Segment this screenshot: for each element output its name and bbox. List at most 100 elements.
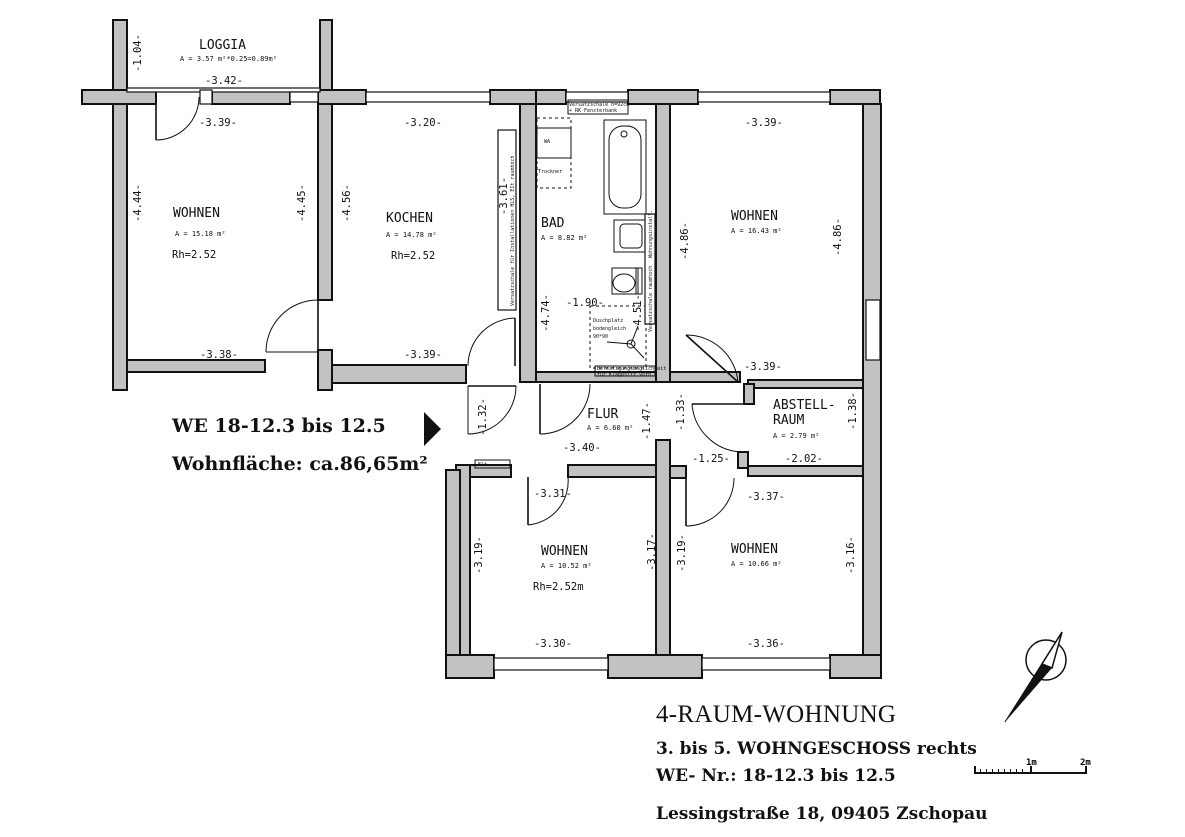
room-labels: LOGGIA A = 3.57 m²*0.25=0.89m² WOHNEN A … xyxy=(172,38,836,593)
living-area-heading: Wohnfläche: ca.86,65m² xyxy=(172,453,428,475)
room-name-flur: FLUR xyxy=(587,407,618,422)
note-duschplatz-2: bodengleich xyxy=(593,326,626,332)
note-befestigung: Befestigungsmöglichkeit xyxy=(597,366,666,372)
note-wohnung: Wohnungsinstall. xyxy=(648,210,654,258)
scale-tick-0 xyxy=(974,766,976,774)
dim-ar-left: -1.33- xyxy=(675,393,687,431)
note-duschplatz: Duschplatz xyxy=(593,318,623,324)
scale-minor-tick xyxy=(998,769,999,774)
room-area-kochen: A = 14.78 m² xyxy=(386,231,437,239)
dim-bad-width: -1.90- xyxy=(566,297,604,309)
scale-minor-tick xyxy=(1004,769,1005,774)
scale-minor-tick xyxy=(1022,769,1023,774)
dim-wse-bottom: -3.36- xyxy=(747,638,785,650)
floors-subtitle: 3. bis 5. WOHNGESCHOSS rechts xyxy=(656,739,977,759)
note-versatz-left: Versatzschale für Installationen HLS, EI… xyxy=(510,155,516,306)
dim-wse-top: -3.37- xyxy=(747,491,785,503)
dim-ar-bottom: -2.02- xyxy=(785,453,823,465)
scale-tick-1m xyxy=(1030,766,1032,774)
room-area-bad: A = 8.82 m² xyxy=(541,234,587,242)
sink-icon xyxy=(613,219,647,253)
shower-area xyxy=(589,305,647,369)
room-name-abstellraum: ABSTELL- xyxy=(773,398,836,413)
scale-bar: 1m 2m xyxy=(974,758,1094,784)
scale-minor-tick xyxy=(1010,769,1011,774)
dim-k-top: -3.20- xyxy=(404,117,442,129)
note-versatz-right: Versatzschale raumhoch xyxy=(648,266,654,332)
dim-wne-left: -4.86- xyxy=(679,222,691,260)
dim-loggia-depth: -1.04- xyxy=(132,34,144,72)
scale-label-2m: 2m xyxy=(1080,758,1091,768)
room-area-flur: A = 6.60 m² xyxy=(587,424,633,432)
note-elt: Elt xyxy=(478,462,487,468)
dim-k-bottom: -3.39- xyxy=(404,349,442,361)
dim-wsw-top: -3.31- xyxy=(534,488,572,500)
dim-wnw-right: -4.45- xyxy=(296,184,308,222)
address: Lessingstraße 18, 09405 Zschopau xyxy=(656,804,988,824)
apartment-type-title: 4-RAUM-WOHNUNG xyxy=(656,701,897,728)
dim-wnw-bottom: -3.38- xyxy=(200,349,238,361)
dim-wne-bottom: -3.39- xyxy=(744,361,782,373)
bath-fixtures xyxy=(474,99,656,469)
room-height-wohnen-sw: Rh=2.52m xyxy=(533,581,584,593)
scale-minor-tick xyxy=(992,769,993,774)
dim-wsw-left: -3.19- xyxy=(473,536,485,574)
dim-k-left: -4.56- xyxy=(341,184,353,222)
scale-tick-2m xyxy=(1085,766,1087,774)
note-duschplatz-3: 90*90 xyxy=(593,334,608,340)
scale-minor-tick xyxy=(1016,769,1017,774)
room-name-wohnen-sw: WOHNEN xyxy=(541,544,588,559)
unit-numbers: WE- Nr.: 18-12.3 bis 12.5 xyxy=(656,766,896,786)
room-name-abstellraum-2: RAUM xyxy=(773,413,804,428)
dim-loggia-width: -3.42- xyxy=(205,75,243,87)
windows xyxy=(126,87,881,671)
washbasin-icon xyxy=(536,127,572,159)
dim-flur-width: -3.40- xyxy=(563,442,601,454)
room-name-wohnen-se: WOHNEN xyxy=(731,542,778,557)
dim-wsw-right: -3.17- xyxy=(646,533,658,571)
dim-k-right: -3.61- xyxy=(498,177,510,215)
dim-wne-right: -4.86- xyxy=(832,218,844,256)
room-area-wohnen-sw: A = 10.52 m² xyxy=(541,562,592,570)
note-wa: WA xyxy=(544,139,550,145)
room-name-kochen: KOCHEN xyxy=(386,211,433,226)
scale-label-1m: 1m xyxy=(1026,758,1037,768)
entrance-arrow-icon xyxy=(424,412,441,446)
fixture-notes: WA Trockner Duschplatz bodengleich 90*90… xyxy=(478,102,666,468)
dim-wnw-left: -4.44- xyxy=(132,184,144,222)
unit-range-heading: WE 18-12.3 bis 12.5 xyxy=(172,415,386,437)
room-area-wohnen-ne: A = 16.43 m² xyxy=(731,227,782,235)
dim-bad-left: -4.74- xyxy=(540,294,552,332)
room-name-wohnen-nw: WOHNEN xyxy=(173,206,220,221)
north-arrow-icon xyxy=(1004,631,1067,723)
room-area-abstellraum: A = 2.79 m² xyxy=(773,432,819,440)
doors xyxy=(155,89,746,527)
note-versatz-top-2: + RK Fensterbank xyxy=(569,108,617,114)
note-versatz-top: Versatzschale h=92cm xyxy=(569,102,629,108)
dimensions: -1.04- -3.42- -3.39- -4.44- -4.45- -3.38… xyxy=(132,34,859,650)
dim-wne-top: -3.39- xyxy=(745,117,783,129)
toilet-icon xyxy=(611,267,639,295)
dim-ar-right: -1.38- xyxy=(847,392,859,430)
room-area-wohnen-se: A = 10.66 m² xyxy=(731,560,782,568)
dim-wsw-bottom: -3.30- xyxy=(534,638,572,650)
dim-flur-entry: -1.32- xyxy=(477,398,489,436)
scale-minor-tick xyxy=(980,769,981,774)
room-name-bad: BAD xyxy=(541,216,565,231)
dim-wse-right: -3.16- xyxy=(845,536,857,574)
dim-flur-right: -1.47- xyxy=(641,402,653,440)
dim-wnw-top: -3.39- xyxy=(199,117,237,129)
scale-minor-tick xyxy=(986,769,987,774)
note-trockner: Trockner xyxy=(538,169,562,175)
dim-wse-left: -3.19- xyxy=(676,534,688,572)
note-befestigung-2: für Klappsitz vorh. xyxy=(597,372,654,378)
room-name-loggia: LOGGIA xyxy=(199,38,246,53)
dim-ar-door: -1.25- xyxy=(692,453,730,465)
bathtub-icon xyxy=(603,119,647,215)
room-height-kochen: Rh=2.52 xyxy=(391,250,435,262)
room-height-wohnen-nw: Rh=2.52 xyxy=(172,249,216,261)
room-area-wohnen-nw: A = 15.18 m² xyxy=(175,230,226,238)
room-area-loggia: A = 3.57 m²*0.25=0.89m² xyxy=(180,55,277,63)
room-name-wohnen-ne: WOHNEN xyxy=(731,209,778,224)
